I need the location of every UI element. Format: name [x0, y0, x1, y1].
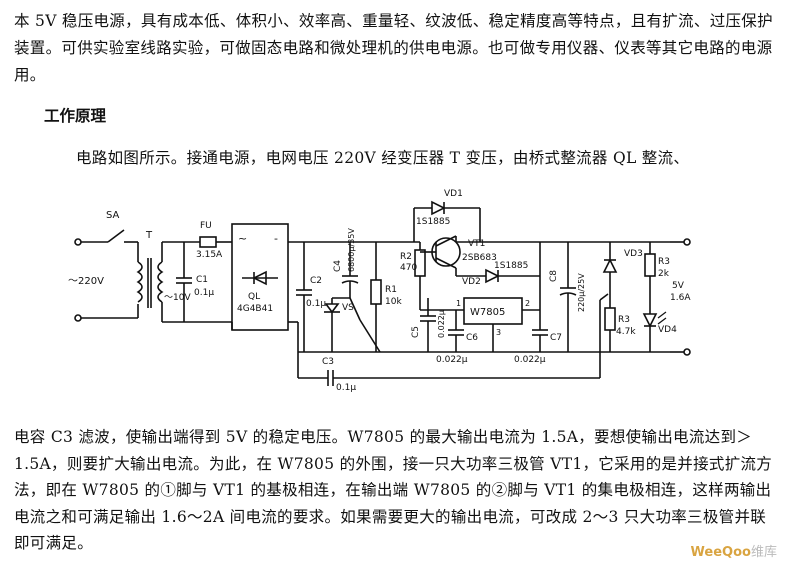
label-fu: FU	[200, 221, 212, 231]
label-r2: R2	[400, 252, 412, 262]
transistor-vt1	[420, 235, 540, 276]
label-vd1-val: 1S1885	[416, 217, 450, 227]
watermark-brand: WeeQoo	[690, 545, 751, 560]
watermark-logo: WeeQoo维库	[691, 541, 777, 560]
diode-vd2	[456, 268, 540, 284]
label-c8-val: 220μ/25V	[577, 273, 586, 312]
label-r3a-val: 2k	[658, 269, 670, 279]
label-r3b-val: 4.7k	[616, 327, 636, 337]
label-r3a: R3	[658, 257, 670, 267]
capacitor-c4	[341, 242, 359, 298]
label-vd2-val: 1S1885	[494, 261, 528, 271]
label-pin1: 1	[456, 299, 461, 308]
label-c4-val: 6800μ/35V	[347, 228, 356, 272]
resistor-r2	[414, 242, 426, 298]
label-c4: C4	[333, 260, 343, 272]
label-w7805: W7805	[470, 307, 505, 318]
label-vd4: VD4	[658, 325, 677, 335]
capacitor-c8	[559, 242, 577, 352]
svg-text:~: ~	[238, 232, 247, 245]
label-out-a: 1.6A	[670, 293, 691, 303]
principle-paragraph-1: 电路如图所示。接通电源，电网电压 220V 经变压器 T 变压，由桥式整流器 Q…	[76, 149, 690, 167]
circuit-diagram: SA T ～220V ～10V FU 3.15A C1 0.1μ ~ - QL …	[68, 189, 691, 393]
label-vs: VS	[342, 303, 354, 313]
label-c6-val: 0.022μ	[436, 355, 468, 365]
principle-paragraph-2: 电容 C3 滤波，使输出端得到 5V 的稳定电压。W7805 的最大输出电流为 …	[14, 428, 773, 552]
section-heading: 工作原理	[44, 107, 107, 125]
label-t: T	[145, 230, 153, 241]
label-ql: QL	[248, 292, 260, 302]
capacitor-c2	[296, 242, 312, 352]
label-c6: C6	[466, 333, 478, 343]
bridge-rectifier-ql: ~ -	[231, 223, 289, 331]
diode-vd1	[413, 200, 481, 242]
resistor-r3-4k7	[604, 304, 616, 352]
label-r1: R1	[385, 285, 397, 295]
label-pin2: 2	[525, 299, 530, 308]
output-terminals	[670, 238, 691, 356]
resistor-r3-2k	[644, 242, 656, 300]
label-pin3: 3	[496, 328, 501, 337]
label-c5-val: 0.022μ	[437, 310, 446, 338]
watermark-cn: 维库	[750, 545, 777, 560]
label-c8: C8	[549, 270, 559, 282]
intro-paragraph: 本 5V 稳压电源，具有成本低、体积小、效率高、重量轻、纹波低、稳定精度高等特点…	[14, 12, 773, 84]
svg-text:-: -	[274, 232, 278, 245]
label-out-v: 5V	[672, 281, 685, 291]
label-vd1: VD1	[444, 189, 463, 199]
capacitor-c6	[448, 310, 464, 352]
label-vt1-val: 2SB683	[462, 253, 497, 263]
label-c2: C2	[310, 276, 322, 286]
capacitor-c7	[532, 310, 548, 352]
label-c1-val: 0.1μ	[194, 288, 214, 298]
label-vd3: VD3	[624, 249, 643, 259]
label-mains: ～220V	[68, 276, 104, 287]
label-r2-val: 470	[400, 263, 417, 273]
label-c1: C1	[196, 275, 208, 285]
label-c3: C3	[322, 357, 334, 367]
label-r1-val: 10k	[385, 297, 402, 307]
capacitor-c3	[297, 293, 609, 386]
label-fu-val: 3.15A	[196, 250, 223, 260]
label-c7: C7	[550, 333, 562, 343]
label-sec-v: ～10V	[164, 293, 191, 303]
led-vd4	[642, 300, 667, 352]
label-ql-val: 4G4B41	[237, 304, 273, 314]
regulator-w7805	[463, 297, 540, 352]
capacitor-c5	[420, 298, 436, 352]
capacitor-c1	[176, 242, 192, 322]
label-c7-val: 0.022μ	[514, 355, 546, 365]
transformer-t	[136, 242, 164, 322]
resistor-r1	[370, 242, 382, 352]
label-r3b: R3	[618, 315, 630, 325]
label-c5: C5	[411, 326, 421, 338]
label-c3-val: 0.1μ	[336, 383, 356, 393]
label-vd2: VD2	[462, 277, 481, 287]
label-c2-val: 0.1μ	[306, 299, 326, 309]
diode-vd3	[602, 242, 618, 304]
mains-input	[74, 229, 139, 322]
label-sa: SA	[106, 210, 120, 221]
label-vt1: VT1	[468, 239, 485, 249]
fuse-fu	[199, 236, 232, 248]
